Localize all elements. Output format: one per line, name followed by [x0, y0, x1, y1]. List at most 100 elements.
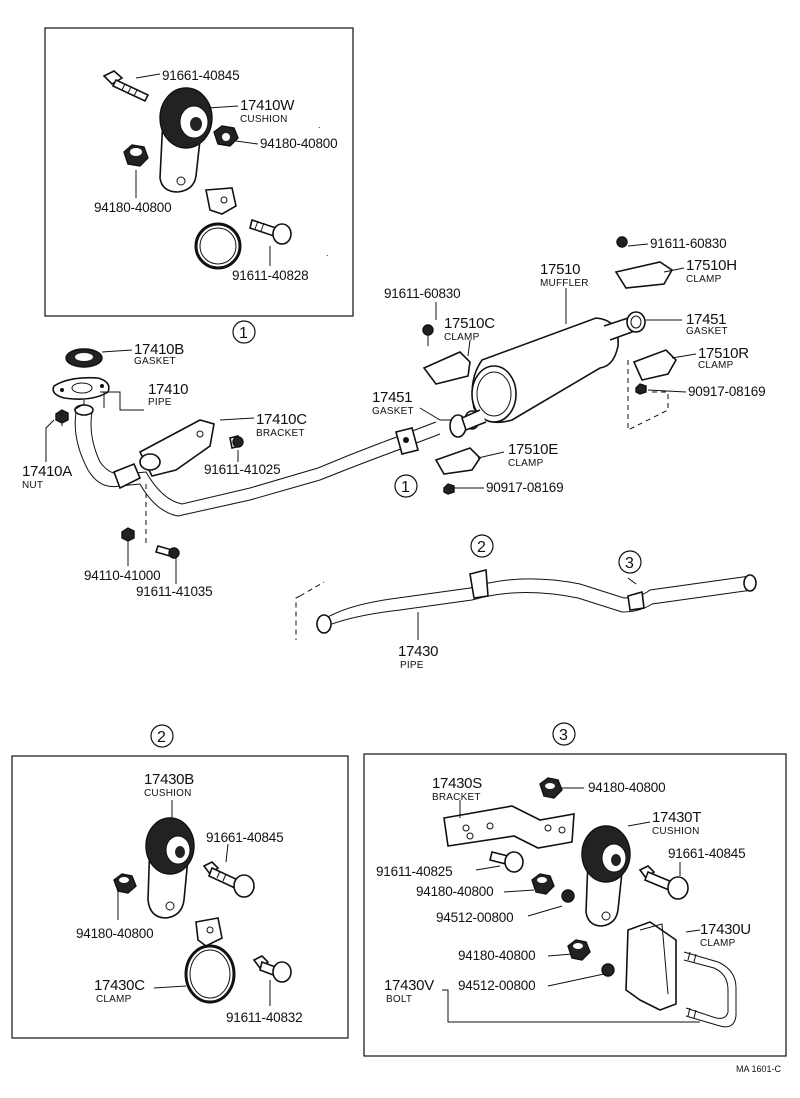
washer-94512-00800-a	[561, 889, 575, 903]
nut-94180-40800-c	[113, 873, 137, 894]
nut-94180-40800-d	[539, 777, 563, 799]
label-91661-40845-a: 91661-40845	[162, 68, 239, 83]
label-94110-41000: 94110-41000	[84, 568, 160, 583]
svg-text:1: 1	[239, 325, 248, 342]
desc-17510: MUFFLER	[540, 278, 589, 289]
rear-pipe-17430	[316, 568, 757, 634]
callout-1-b: 1	[394, 474, 418, 498]
bolt-91611-41035	[154, 545, 180, 559]
label-17510e: 17510E	[508, 441, 558, 458]
callout-2-b: 2	[150, 724, 174, 748]
label-94180-40800-a: 94180-40800	[260, 136, 337, 151]
cushion-17430t	[581, 825, 631, 927]
label-17410: 17410	[148, 381, 188, 398]
label-91611-40828: 91611-40828	[232, 268, 308, 283]
desc-17410: PIPE	[148, 397, 172, 408]
nut-94180-40800-f	[567, 939, 591, 961]
svg-text:3: 3	[559, 727, 568, 744]
callout-2-a: 2	[470, 534, 494, 558]
desc-17430u: CLAMP	[700, 938, 736, 949]
figure-code: MA 1601-C	[736, 1064, 782, 1074]
label-17430b: 17430B	[144, 771, 194, 788]
clamp-17510c	[422, 324, 471, 385]
desc-17410a: NUT	[22, 480, 43, 491]
desc-17430t: CUSHION	[652, 826, 700, 837]
label-17451-a: 17451	[686, 311, 726, 328]
muffler-17510	[461, 316, 633, 432]
inset-box-detail-1	[44, 27, 354, 317]
desc-17510r: CLAMP	[698, 360, 734, 371]
label-17430v: 17430V	[384, 977, 434, 994]
gasket-17410b	[65, 348, 103, 368]
callout-1-a: 1	[232, 320, 256, 344]
bolt-91661-40845-a	[102, 70, 150, 103]
callout-3-a: 3	[618, 550, 642, 574]
pipe-joint-clamp	[395, 427, 419, 455]
desc-17430c: CLAMP	[96, 994, 132, 1005]
bracket-17430s	[443, 805, 575, 849]
label-94180-40800-e: 94180-40800	[416, 884, 493, 899]
nut-94180-40800-a	[213, 125, 239, 147]
bolt-91611-40825	[489, 851, 524, 873]
inset-box-detail-2	[11, 755, 349, 1039]
svg-text:1: 1	[401, 479, 410, 496]
clamp-17510r	[632, 349, 677, 381]
label-17430s: 17430S	[432, 775, 482, 792]
desc-17510e: CLAMP	[508, 458, 544, 469]
bolt-91661-40845-c	[638, 865, 689, 900]
desc-17430s: BRACKET	[432, 792, 481, 803]
label-17510r: 17510R	[698, 345, 749, 362]
nut-90917-08169-a	[635, 383, 647, 395]
label-91611-60830-a: 91611-60830	[650, 236, 726, 251]
flange-17410	[52, 376, 110, 400]
label-94512-00800-b: 94512-00800	[458, 978, 535, 993]
bracket-17410c	[138, 419, 215, 477]
desc-17430v: BOLT	[386, 994, 412, 1005]
label-91611-40832: 91611-40832	[226, 1010, 302, 1025]
desc-17510h: CLAMP	[686, 274, 722, 285]
clamp-inset-1	[194, 187, 242, 270]
desc-17430: PIPE	[400, 660, 424, 671]
label-91611-60830-b: 91611-60830	[384, 286, 460, 301]
cushion-17410w	[159, 87, 213, 193]
label-17430: 17430	[398, 643, 438, 660]
label-91661-40845-c: 91661-40845	[668, 846, 745, 861]
label-91611-41035: 91611-41035	[136, 584, 212, 599]
svg-text:.: .	[318, 120, 321, 130]
label-91611-40825: 91611-40825	[376, 864, 452, 879]
label-90917-08169-a: 90917-08169	[688, 384, 765, 399]
label-17430u: 17430U	[700, 921, 751, 938]
label-94180-40800-d: 94180-40800	[588, 780, 665, 795]
nut-94180-40800-e	[531, 873, 555, 895]
desc-17451-a: GASKET	[686, 326, 728, 337]
inset-box-detail-3	[363, 753, 787, 1057]
front-pipe-17410	[74, 404, 441, 517]
svg-text:2: 2	[477, 539, 486, 556]
svg-text:3: 3	[625, 555, 634, 572]
bolt-91611-40832	[252, 955, 292, 983]
desc-17410c: BRACKET	[256, 428, 305, 439]
clamp-17510h	[614, 236, 674, 289]
desc-17430b: CUSHION	[144, 788, 192, 799]
label-17410a: 17410A	[22, 463, 72, 480]
label-17410b: 17410B	[134, 341, 184, 358]
nut-94180-40800-b	[123, 144, 149, 167]
label-91661-40845-b: 91661-40845	[206, 830, 283, 845]
label-17410c: 17410C	[256, 411, 307, 428]
label-94180-40800-b: 94180-40800	[94, 200, 171, 215]
bolt-91661-40845-b	[202, 861, 255, 898]
label-94180-40800-c: 94180-40800	[76, 926, 153, 941]
label-91611-41025: 91611-41025	[204, 462, 280, 477]
bolt-17430v	[683, 951, 737, 1028]
bolt-91611-40828	[249, 218, 292, 245]
label-17510h: 17510H	[686, 257, 737, 274]
callout-3-b: 3	[552, 722, 576, 746]
cushion-17430b	[145, 817, 195, 919]
clamp-17430c	[184, 917, 236, 1004]
desc-17510c: CLAMP	[444, 332, 480, 343]
gasket-17451-a	[626, 311, 646, 333]
desc-17410w: CUSHION	[240, 114, 288, 125]
bolt-91611-41025	[229, 435, 244, 449]
label-17451-b: 17451	[372, 389, 412, 406]
